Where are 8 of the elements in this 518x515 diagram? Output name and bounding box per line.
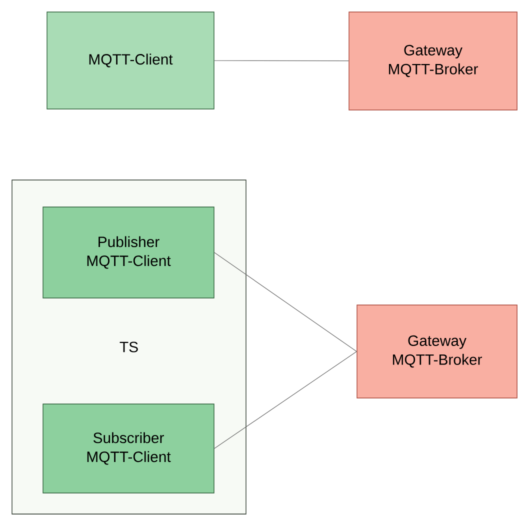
client-box: MQTT-Client xyxy=(46,12,214,110)
broker-box: Gateway MQTT-Broker xyxy=(348,12,518,110)
connector-line xyxy=(214,351,357,449)
broker-box: Gateway MQTT-Broker xyxy=(356,304,518,398)
client-box: Subscriber MQTT-Client xyxy=(42,404,214,494)
connector-line xyxy=(214,252,357,352)
connector-line xyxy=(214,60,349,62)
client-box: Publisher MQTT-Client xyxy=(42,206,214,298)
